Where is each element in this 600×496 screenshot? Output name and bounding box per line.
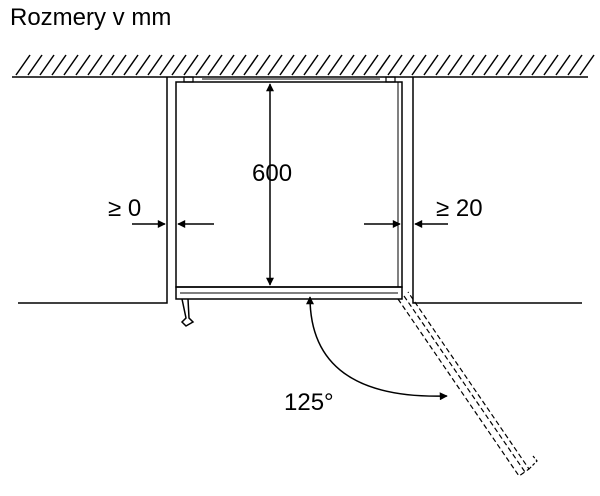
- hatch-line: [351, 54, 367, 76]
- door-angle-arc: [306, 296, 448, 401]
- hatch-line: [483, 54, 499, 76]
- hatch-line: [447, 54, 463, 76]
- hatch-line: [543, 54, 559, 76]
- hatch-line: [519, 54, 535, 76]
- gap-right-label: ≥ 20: [436, 195, 483, 222]
- hatch-line: [27, 54, 43, 76]
- hatch-line: [171, 54, 187, 76]
- hatch-line: [423, 54, 439, 76]
- hatch-line: [243, 54, 259, 76]
- hatch-line: [87, 54, 103, 76]
- hatch-line: [63, 54, 79, 76]
- hatch-line: [15, 54, 31, 76]
- hatch-line: [195, 54, 211, 76]
- door-handle: [180, 298, 195, 327]
- door-open-handle: [528, 455, 538, 470]
- spacer-right: [385, 76, 396, 83]
- hatch-line: [399, 54, 415, 76]
- hatch-line: [339, 54, 355, 76]
- hatch-line: [39, 54, 55, 76]
- hatch-line: [435, 54, 451, 76]
- hatch-line: [255, 54, 271, 76]
- right-cabinet: [412, 77, 582, 304]
- hatch-line: [579, 54, 595, 76]
- hatch-line: [291, 54, 307, 76]
- hatch-line: [279, 54, 295, 76]
- hatch-line: [411, 54, 427, 76]
- hatch-line: [207, 54, 223, 76]
- wall-hatching: [15, 54, 595, 76]
- hatch-line: [99, 54, 115, 76]
- hatch-line: [111, 54, 127, 76]
- diagram-title: Rozmery v mm: [10, 4, 172, 31]
- gap-left-label: ≥ 0: [108, 195, 141, 222]
- hatch-line: [567, 54, 583, 76]
- hatch-line: [303, 54, 319, 76]
- hatch-line: [327, 54, 343, 76]
- hatch-line: [363, 54, 379, 76]
- hatch-line: [159, 54, 175, 76]
- hatch-line: [183, 54, 199, 76]
- hatch-line: [495, 54, 511, 76]
- door-angle-label: 125°: [284, 389, 334, 416]
- hatch-line: [387, 54, 403, 76]
- hatch-line: [267, 54, 283, 76]
- hatch-line: [123, 54, 139, 76]
- spacer-left: [183, 76, 194, 83]
- door-open-dashed: [397, 291, 530, 477]
- depth-label: 600: [252, 160, 292, 187]
- hatch-line: [531, 54, 547, 76]
- hatch-line: [315, 54, 331, 76]
- hatch-line: [51, 54, 67, 76]
- left-cabinet: [18, 77, 168, 304]
- hatch-line: [375, 54, 391, 76]
- door-closed: [175, 286, 403, 300]
- hatch-line: [147, 54, 163, 76]
- hatch-line: [471, 54, 487, 76]
- hatch-line: [507, 54, 523, 76]
- hatch-line: [459, 54, 475, 76]
- hatch-line: [135, 54, 151, 76]
- hatch-line: [75, 54, 91, 76]
- hatch-line: [219, 54, 235, 76]
- hatch-line: [555, 54, 571, 76]
- hatch-line: [231, 54, 247, 76]
